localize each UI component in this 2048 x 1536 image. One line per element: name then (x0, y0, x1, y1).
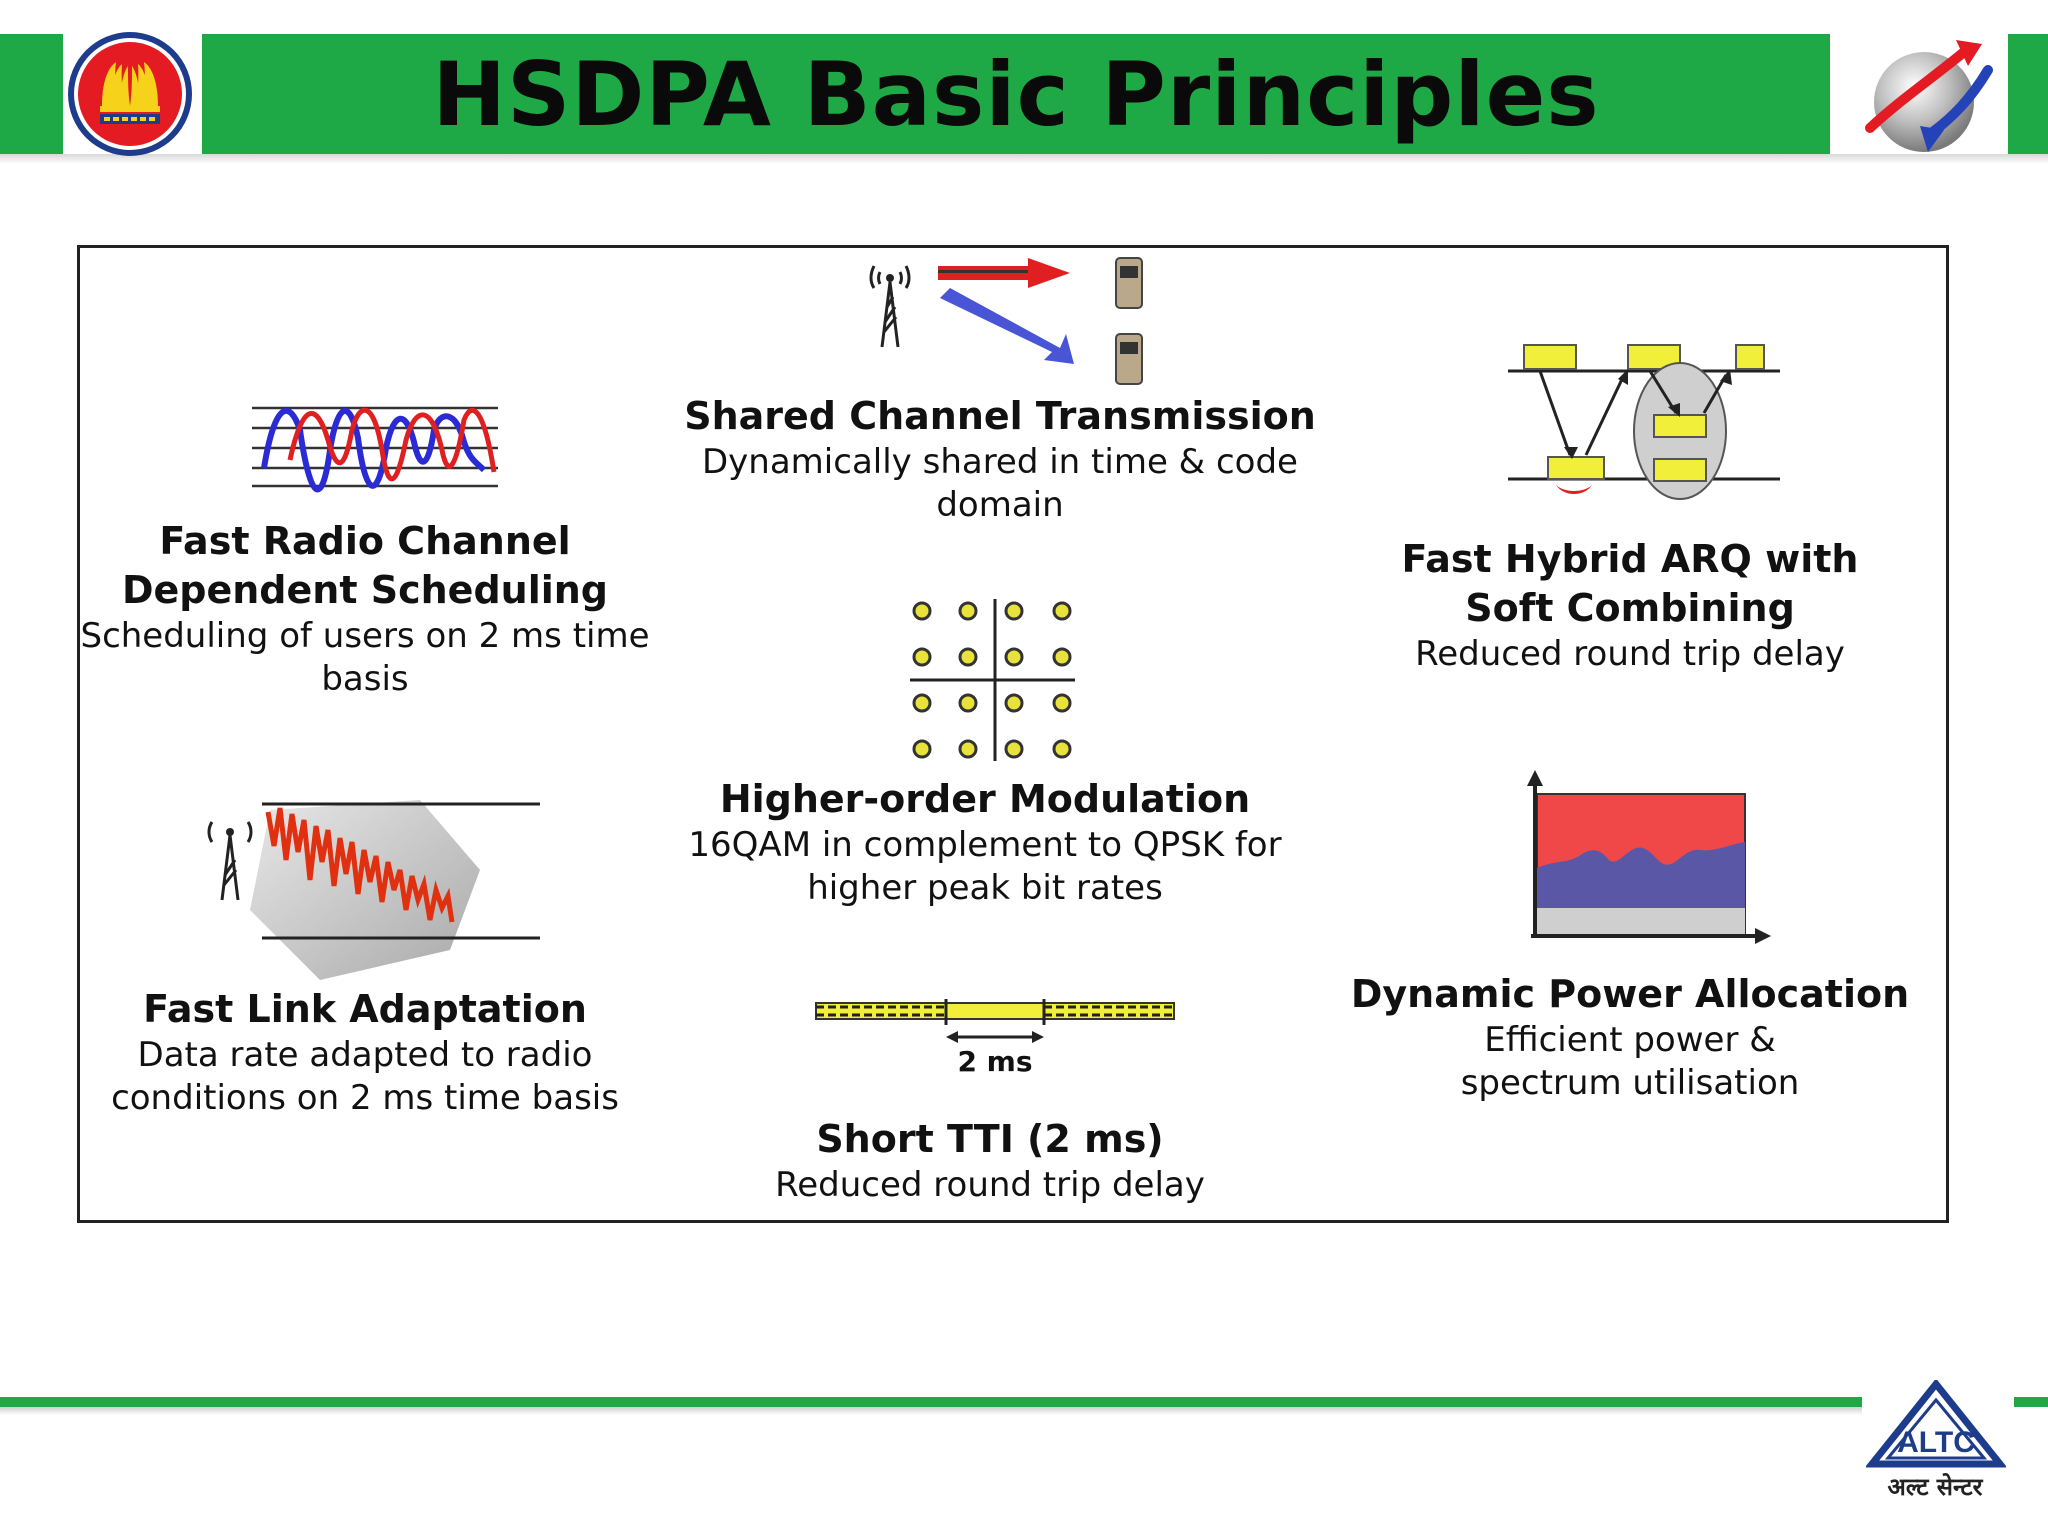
shared-channel-diagram-icon (869, 257, 1143, 385)
link-adaptation-diagram-icon (207, 800, 540, 980)
feature-description: basis (321, 659, 409, 699)
feature-heading: Short TTI (2 ms) (816, 1117, 1164, 1161)
feature-heading: Dynamic Power Allocation (1350, 972, 1910, 1016)
feature-heading: Dependent Scheduling (121, 568, 609, 612)
feature-shared-channel: Shared Channel Transmission Dynamically … (650, 392, 1350, 527)
feature-short-tti: Short TTI (2 ms) Reduced round trip dela… (650, 1115, 1330, 1207)
feature-heading: Soft Combining (1465, 586, 1795, 630)
feature-description: conditions on 2 ms time basis (111, 1078, 619, 1118)
footer-shadow (0, 1407, 1862, 1415)
footer-line (0, 1397, 1862, 1407)
feature-description: Reduced round trip delay (1415, 634, 1845, 674)
feature-radio-scheduling: Fast Radio Channel Dependent Scheduling … (80, 517, 650, 701)
feature-heading: Fast Link Adaptation (143, 987, 587, 1031)
feature-heading: Fast Radio Channel (159, 519, 571, 563)
feature-description: Efficient power & (1484, 1020, 1776, 1060)
feature-power-allocation: Dynamic Power Allocation Efficient power… (1340, 970, 1920, 1105)
footer-line-right (2014, 1397, 2048, 1407)
scheduling-waveform-icon (252, 406, 498, 493)
hybrid-arq-diagram-icon (1508, 344, 1780, 500)
feature-description: higher peak bit rates (807, 868, 1163, 908)
feature-description: Scheduling of users on 2 ms time (80, 616, 650, 656)
header-shadow (0, 154, 2048, 164)
feature-modulation: Higher-order Modulation 16QAM in complem… (640, 775, 1330, 910)
header-bar-right (2008, 34, 2048, 154)
altc-caption: अल्ट सेन्टर (1887, 1472, 1983, 1501)
altc-triangle-logo-icon: ALTC (1866, 1380, 2006, 1468)
tti-duration-label: 2 ms (957, 1045, 1033, 1078)
feature-heading: Fast Hybrid ARQ with (1401, 537, 1859, 581)
feature-description: Reduced round trip delay (775, 1165, 1205, 1205)
feature-description: 16QAM in complement to QPSK for (688, 825, 1282, 865)
qam-constellation-icon (910, 599, 1075, 761)
header-bar-left (0, 34, 63, 154)
feature-description: Data rate adapted to radio (137, 1035, 593, 1075)
feature-heading: Shared Channel Transmission (684, 394, 1316, 438)
feature-description: spectrum utilisation (1460, 1063, 1800, 1103)
tti-timeline-icon (815, 999, 1175, 1043)
header-bar (202, 34, 1830, 154)
altc-logo-text: ALTC (1897, 1426, 1975, 1459)
slide-title: HSDPA Basic Principles (432, 42, 1600, 146)
power-allocation-chart-icon (1527, 770, 1771, 944)
feature-description: Dynamically shared in time & code (702, 442, 1298, 482)
feature-link-adaptation: Fast Link Adaptation Data rate adapted t… (80, 985, 650, 1120)
feature-hybrid-arq: Fast Hybrid ARQ with Soft Combining Redu… (1340, 535, 1920, 676)
feature-heading: Higher-order Modulation (719, 777, 1251, 821)
asean-emblem-icon (68, 32, 192, 156)
globe-arrows-icon (1865, 40, 1993, 152)
feature-description: domain (936, 485, 1064, 525)
